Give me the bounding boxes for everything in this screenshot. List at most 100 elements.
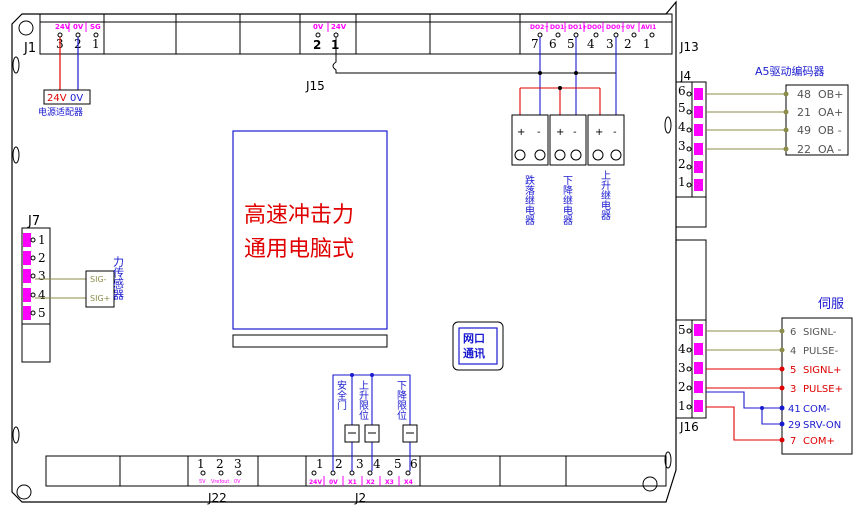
servo-pin1-name: SIGNL- bbox=[803, 327, 837, 338]
j2-pin3-label: X1 bbox=[348, 479, 357, 486]
safety-door-label: 安全门 bbox=[335, 379, 347, 411]
servo-pin5-name: COM- bbox=[803, 404, 830, 415]
j13-label: J13 bbox=[679, 40, 699, 54]
j4-pin3-num: 3 bbox=[678, 139, 686, 153]
sensor-sig-plus: SIG+ bbox=[90, 294, 110, 303]
j1-label: J1 bbox=[23, 41, 36, 56]
j2-pin1-num: 1 bbox=[316, 457, 324, 471]
j7-pin3-num: 3 bbox=[38, 269, 46, 283]
servo-pin7-num: 7 bbox=[790, 436, 796, 447]
j16-pin5-num: 5 bbox=[678, 323, 686, 337]
title-line1: 高速冲击力 bbox=[244, 203, 354, 228]
power-adapter-label: 电源适配器 bbox=[38, 106, 83, 118]
j2-pin5-num: 5 bbox=[394, 457, 402, 471]
j13-pin3-label: DO0+ bbox=[606, 24, 625, 31]
network-port: 网口 通讯 bbox=[452, 321, 504, 371]
encoder-pin3-name: OB - bbox=[818, 124, 842, 137]
relay-up-plus: + bbox=[595, 127, 603, 138]
mount-hole-tl bbox=[18, 20, 34, 36]
j13-pin7-num: 7 bbox=[531, 37, 539, 51]
j7-label: J7 bbox=[27, 214, 40, 229]
sensor-sig-minus: SIG- bbox=[90, 275, 107, 284]
down-limit-switch bbox=[402, 424, 418, 443]
relay-up bbox=[587, 114, 625, 166]
j1-pin2-label: 0V bbox=[73, 23, 84, 31]
encoder-pin1-num: 48 bbox=[797, 88, 811, 101]
relay-down-minus: - bbox=[573, 127, 577, 138]
mount-hole-br bbox=[642, 476, 658, 492]
encoder-pin4-num: 22 bbox=[797, 143, 811, 156]
down-limit-label: 下降限位 bbox=[395, 380, 407, 420]
j4-pin2-num: 2 bbox=[678, 157, 686, 171]
servo-pin1-num: 6 bbox=[790, 327, 796, 338]
j7-pin5-num: 5 bbox=[38, 306, 46, 320]
j13-pin7-label: DO2+ bbox=[530, 24, 549, 31]
j15-label: J15 bbox=[305, 79, 325, 93]
encoder-pin2-name: OA+ bbox=[818, 106, 843, 119]
power-adapter-0v: 0V bbox=[70, 93, 83, 104]
j22-pin1-label: 5V bbox=[199, 479, 206, 485]
relay-down-plus: + bbox=[556, 127, 564, 138]
mount-hole-bl bbox=[16, 484, 32, 500]
j2-pin1-label: 24V bbox=[309, 479, 322, 486]
j13-pin1-num: 1 bbox=[643, 37, 651, 51]
board-outline bbox=[11, 0, 677, 503]
j13-pin4-num: 4 bbox=[587, 37, 595, 51]
slot-right-bot bbox=[664, 451, 672, 469]
j13-pin5-num: 5 bbox=[567, 37, 575, 51]
j15-pin2-label: 0V bbox=[313, 23, 324, 31]
servo-pin3-num: 5 bbox=[790, 365, 796, 376]
j1-pin3-label: 24V bbox=[55, 23, 71, 31]
up-limit-switch bbox=[364, 424, 380, 443]
force-sensor-box bbox=[85, 270, 115, 308]
j13-pin2-num: 2 bbox=[624, 37, 632, 51]
servo-pin5-num: 41 bbox=[788, 404, 801, 415]
slot-left-bot bbox=[12, 426, 20, 444]
j16-pin2-num: 2 bbox=[678, 380, 686, 394]
j2-pin6-num: 6 bbox=[410, 457, 418, 471]
relay-up-minus: - bbox=[613, 127, 617, 138]
servo-pin6-num: 29 bbox=[788, 420, 801, 431]
j13-pin1-label: AVI1 bbox=[641, 24, 656, 31]
ribbon-connector bbox=[232, 334, 388, 348]
servo-title: 伺服 bbox=[818, 297, 844, 312]
bottom-header-strip bbox=[45, 455, 667, 487]
j13-pin3-num: 3 bbox=[606, 37, 614, 51]
relay-down-label: 下降继电器 bbox=[561, 175, 573, 226]
j2-pin2-label: 0V bbox=[329, 479, 338, 486]
j15-pin1-num: 1 bbox=[331, 38, 339, 52]
j22-label: J22 bbox=[207, 491, 227, 505]
j2-pin2-num: 2 bbox=[335, 457, 343, 471]
j16-label: J16 bbox=[679, 420, 699, 434]
encoder-pin1-name: OB+ bbox=[818, 88, 843, 101]
net-port-line1: 网口 bbox=[463, 332, 485, 345]
j13-pin2-label: 0V bbox=[626, 24, 635, 31]
j4-pin1-num: 1 bbox=[678, 175, 686, 189]
j2-pin5-label: X3 bbox=[385, 479, 394, 486]
encoder-pin3-num: 49 bbox=[797, 124, 811, 137]
j16-pin4-num: 4 bbox=[678, 342, 686, 356]
j13-pin5-label: DO1+ bbox=[568, 24, 587, 31]
servo-pin2-name: PULSE- bbox=[803, 346, 839, 357]
j15-pin2-num: 2 bbox=[313, 38, 321, 52]
j7-pin2-num: 2 bbox=[38, 251, 46, 265]
servo-pin2-num: 4 bbox=[790, 346, 796, 357]
j1-pin1-num: 1 bbox=[92, 37, 100, 51]
j2-pin3-num: 3 bbox=[356, 457, 364, 471]
j22-pin3-label: 0V bbox=[234, 479, 241, 485]
power-adapter-24v: 24V bbox=[47, 93, 67, 104]
j22-pin2-label: Vrefout bbox=[211, 479, 229, 485]
j16-pin1-num: 1 bbox=[678, 399, 686, 413]
servo-pin6-name: SRV-ON bbox=[803, 420, 841, 431]
force-sensor-label: 力传感器 bbox=[112, 256, 125, 301]
j2-pin6-label: X4 bbox=[404, 479, 413, 486]
j4-pin4-num: 4 bbox=[678, 120, 686, 134]
j7-pin4-num: 4 bbox=[38, 288, 46, 302]
j22-pin2-num: 2 bbox=[216, 457, 224, 471]
relay-up-label: 上升继电器 bbox=[599, 170, 611, 221]
encoder-box bbox=[785, 84, 849, 156]
power-adapter-box bbox=[43, 89, 91, 105]
slot-right-top bbox=[664, 116, 672, 134]
j2-pin4-num: 4 bbox=[373, 457, 381, 471]
